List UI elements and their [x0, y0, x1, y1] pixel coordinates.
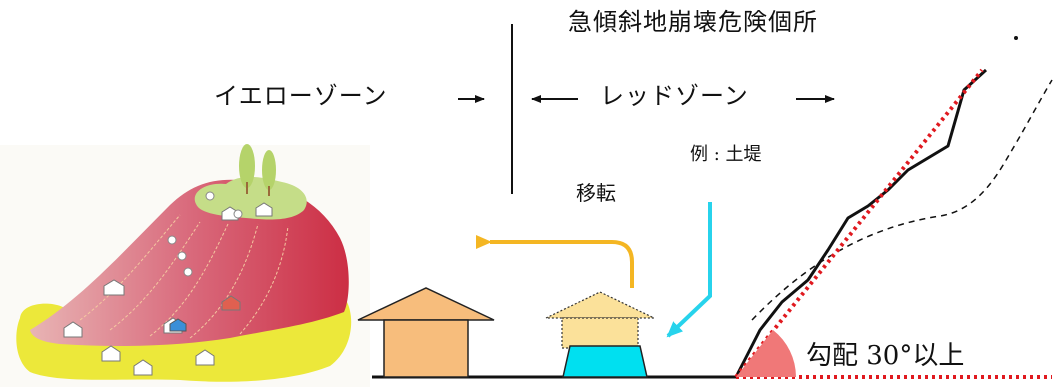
red-zone-label: レッドゾーン: [600, 82, 749, 110]
slope-gradient-label: 勾配 30°以上: [806, 341, 965, 371]
hill-top: [194, 176, 307, 220]
dot: [1014, 36, 1018, 40]
tree: [262, 150, 276, 190]
tree: [239, 144, 255, 188]
embankment-arrow: [666, 202, 712, 338]
relocation-label: 移転: [576, 181, 616, 205]
slope-profile: [734, 68, 988, 378]
hill-house-red: [221, 295, 241, 311]
house-relocating: [545, 291, 655, 378]
hill-illustration: [0, 144, 370, 387]
gradient-line: [734, 68, 984, 379]
dashed-boundary: [751, 79, 1053, 321]
hill-houses: [63, 202, 273, 376]
house-left: [357, 287, 495, 378]
relocation-arrow: [476, 235, 634, 288]
embankment: [562, 345, 648, 378]
hill-contours: [79, 214, 289, 339]
angle-mark: [736, 330, 796, 377]
danger-area-title: 急傾斜地崩壊危険個所: [568, 8, 818, 36]
yellow-zone-label: イエローゾーン: [214, 82, 388, 110]
hill-slope: [30, 179, 349, 346]
embankment-example-label: 例 : 土堤: [690, 144, 762, 165]
hill-rocks: [167, 191, 243, 277]
hill-house-blue: [169, 318, 187, 332]
